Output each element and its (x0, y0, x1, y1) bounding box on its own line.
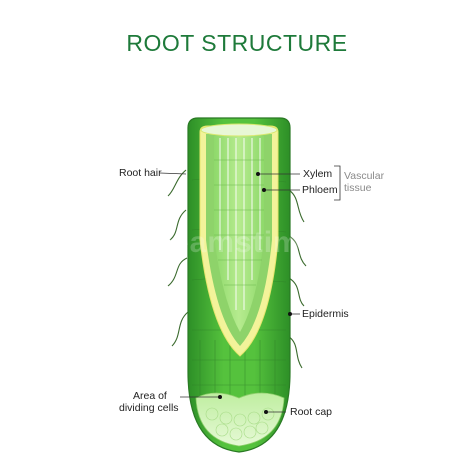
label-vascular-tissue-line2: tissue (344, 182, 372, 194)
label-xylem: Xylem (303, 168, 333, 180)
watermark: dreamstime (140, 226, 319, 259)
vascular-top (200, 123, 278, 137)
leader-dots (218, 172, 292, 414)
xylem-strands (219, 138, 261, 310)
root-cap-cells (205, 407, 275, 441)
label-vascular-tissue-line1: Vascular (344, 170, 385, 182)
root-cap-shape (195, 392, 285, 447)
xylem-cross-walls (214, 159, 264, 286)
label-root-cap: Root cap (290, 406, 333, 418)
label-dividing-cells-line1: Area of (133, 390, 167, 402)
label-root-hair: Root hair (119, 167, 162, 179)
label-dividing-cells-line2: dividing cells (119, 402, 179, 414)
label-phloem: Phloem (302, 184, 338, 196)
page-title: ROOT STRUCTURE (126, 30, 348, 56)
label-epidermis: Epidermis (302, 308, 349, 320)
root-hairs (167, 169, 307, 369)
leader-lines (159, 165, 341, 413)
